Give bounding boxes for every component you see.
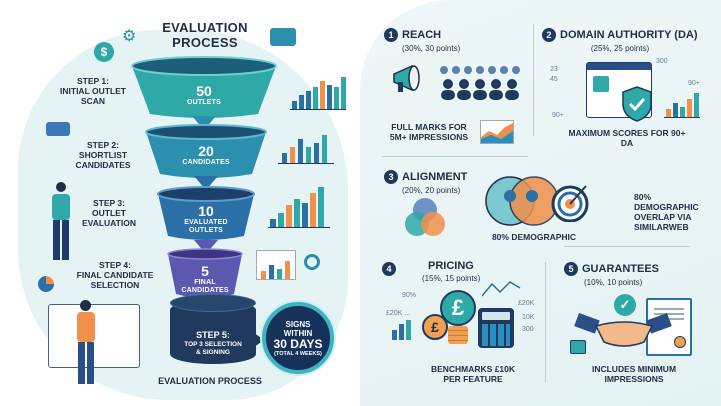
funnel-stage-4: 5 FINAL CANDIDATES [166, 248, 244, 300]
step-1-name: INITIAL OUTLET SCAN [60, 86, 126, 106]
criterion-pricing: 4 PRICING (15%, 15 points) 90% £20K ... … [382, 260, 542, 396]
chart-label: 23 [550, 66, 558, 73]
alignment-side-note: 80% DEMOGRAPHIC OVERLAP VIA SIMILARWEB [634, 192, 699, 232]
criterion-weight: (30%, 30 points) [402, 44, 461, 53]
person-presenting-illustration [74, 300, 98, 390]
chart-label: £20K [518, 300, 535, 307]
crowd-icon [436, 60, 522, 100]
divider [382, 156, 528, 157]
calculator-icon [478, 308, 514, 348]
dollar-icon: $ [94, 42, 114, 62]
criterion-title: PRICING [428, 260, 474, 272]
step-4-label: STEP 4: FINAL CANDIDATE SELECTION [70, 260, 160, 290]
step-2-name: SHORTLIST CANDIDATES [75, 150, 131, 170]
signing-deadline-badge: SIGNS WITHIN 30 DAYS (TOTAL 4 WEEKS) [262, 302, 334, 374]
chart-label: 45 [550, 76, 558, 83]
step-5-cylinder-top [170, 294, 256, 312]
bar-chart-icon [256, 250, 296, 280]
step-3-label: STEP 3: OUTLET EVALUATION [78, 198, 140, 228]
chat-bubble-icon [46, 122, 70, 136]
page-title: EVALUATION PROCESS [162, 20, 248, 50]
criterion-weight: (10%, 10 points) [584, 278, 643, 287]
step-5-text: STEP 5: TOP 3 SELECTION & SIGNING [184, 330, 242, 356]
area-chart-icon [480, 120, 514, 144]
divider [533, 24, 534, 136]
funnel-stage-3: 10 EVALUATED OUTLETS [156, 186, 256, 242]
target-icon [550, 182, 590, 223]
pound-coin-icon: £ [422, 314, 448, 340]
chart-label: 300 [522, 326, 534, 333]
criterion-caption: 80% DEMOGRAPHIC [491, 232, 577, 242]
step-4-name: FINAL CANDIDATE SELECTION [76, 270, 154, 290]
bar-chart-icon [390, 318, 416, 340]
line-chart-icon [481, 278, 522, 300]
divider [564, 246, 690, 247]
criterion-weight: (25%, 25 points) [590, 44, 650, 53]
arrow-right-icon [250, 330, 264, 350]
chart-label: 10K [522, 314, 535, 321]
person-with-tablet-illustration [46, 182, 76, 262]
chart-label: 90% [402, 292, 417, 299]
bar-chart-icon [664, 92, 700, 118]
chart-label: £20K ... [386, 310, 411, 317]
bar-chart-icon [290, 74, 346, 110]
step-2-label: STEP 2: SHORTLIST CANDIDATES [72, 140, 134, 170]
pie-chart-icon [38, 276, 54, 292]
chat-bubble-icon [270, 28, 296, 46]
megaphone-icon [392, 64, 428, 94]
bottom-caption: EVALUATION PROCESS [158, 376, 262, 386]
criterion-caption: BENCHMARKS £10K PER FEATURE [430, 364, 516, 384]
criterion-title: DOMAIN AUTHORITY (DA) [560, 28, 698, 41]
criterion-weight: (15%, 15 points) [422, 274, 481, 283]
venn-diagram-icon [400, 196, 450, 242]
divider [545, 262, 546, 382]
funnel-stage-1: 50 OUTLETS [130, 56, 278, 120]
handshake-icon [574, 310, 674, 350]
criterion-title: ALIGNMENT [402, 170, 468, 183]
chart-label: 90+ [688, 80, 700, 87]
step-1-label: STEP 1: INITIAL OUTLET SCAN [50, 76, 136, 106]
criterion-caption: INCLUDES MINIMUM IMPRESSIONS [591, 364, 677, 384]
checkmark-badge-icon: ✓ [614, 294, 636, 316]
criterion-caption: MAXIMUM SCORES FOR 90+ DA [568, 128, 686, 148]
audience-overlap-icon [484, 174, 564, 228]
magnifier-icon [304, 254, 320, 270]
coin-stack-icon [448, 326, 468, 344]
padlock-icon [570, 340, 586, 354]
criterion-title: REACH [402, 28, 442, 41]
growth-bar-chart-icon [268, 186, 330, 228]
criterion-caption: FULL MARKS FOR 5M+ IMPRESSIONS [389, 122, 469, 142]
criterion-weight: (20%, 20 points) [402, 186, 461, 195]
step-3-name: OUTLET EVALUATION [82, 208, 136, 228]
funnel-stage-2: 20 CANDIDATES [144, 124, 268, 180]
shield-check-icon [622, 86, 652, 122]
line-bar-chart-icon [278, 132, 334, 164]
gear-icon: ⚙ [122, 28, 137, 45]
criterion-title: GUARANTEES [582, 262, 660, 275]
chart-label: 300 [656, 58, 668, 65]
chart-label: 90+ [552, 112, 564, 119]
